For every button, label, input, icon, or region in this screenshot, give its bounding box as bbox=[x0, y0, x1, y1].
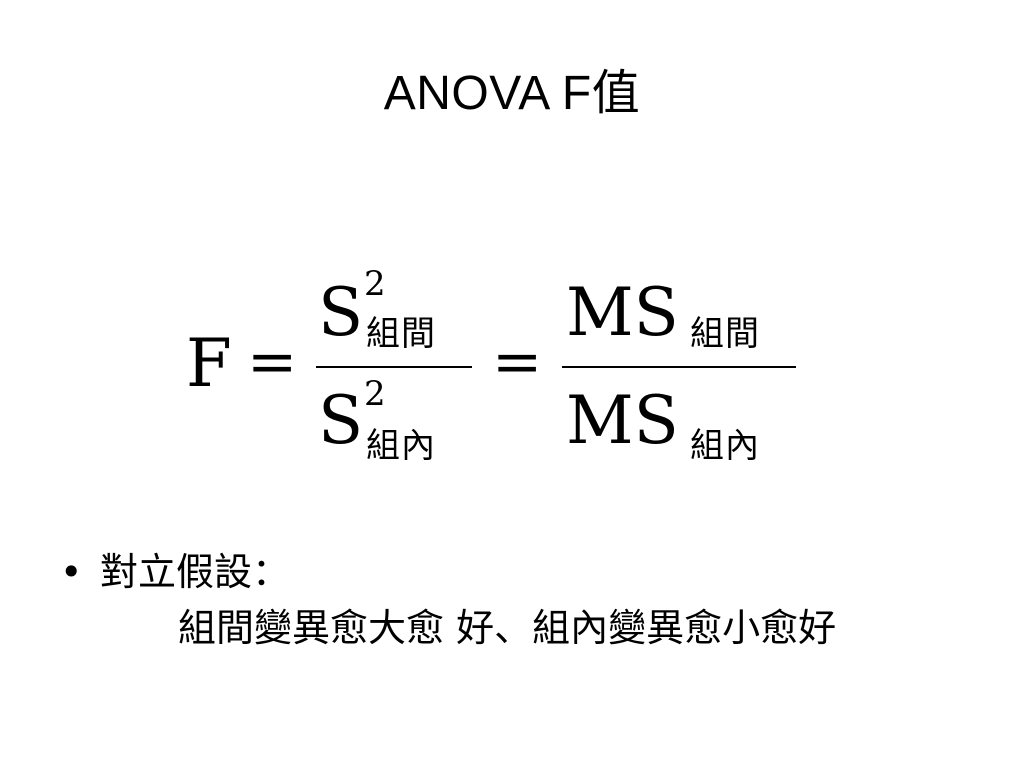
fraction1-numerator-subscript: 組間 bbox=[366, 314, 436, 354]
fraction2-numerator-subscript: 組間 bbox=[690, 314, 760, 354]
equals-sign: = bbox=[247, 327, 298, 397]
fraction1-numerator-base: S bbox=[318, 274, 364, 351]
fraction1-denominator-base: S bbox=[318, 382, 364, 459]
fraction2-numerator-base: MS bbox=[566, 274, 679, 351]
fraction1-bar bbox=[316, 366, 472, 368]
slide-title: ANOVA F值 bbox=[383, 67, 641, 120]
fraction1-denominator-superscript: 2 bbox=[364, 374, 386, 414]
fraction1-numerator-superscript: 2 bbox=[364, 264, 386, 304]
fraction2-denominator-subscript: 組內 bbox=[690, 426, 760, 466]
fraction1-denominator-subscript: 組內 bbox=[366, 426, 436, 466]
bullet-item: • 對立假設： bbox=[60, 548, 290, 596]
bullet-marker: • bbox=[60, 550, 83, 594]
bullet-text: 對立假設： bbox=[100, 550, 291, 594]
bullet-continuation: 組間變異愈大愈 好、組內變異愈小愈好 bbox=[178, 606, 837, 650]
fraction2-bar bbox=[562, 366, 796, 368]
formula-lhs: F bbox=[186, 325, 232, 402]
equals-sign: = bbox=[492, 327, 543, 397]
fraction2-denominator-base: MS bbox=[566, 382, 679, 459]
